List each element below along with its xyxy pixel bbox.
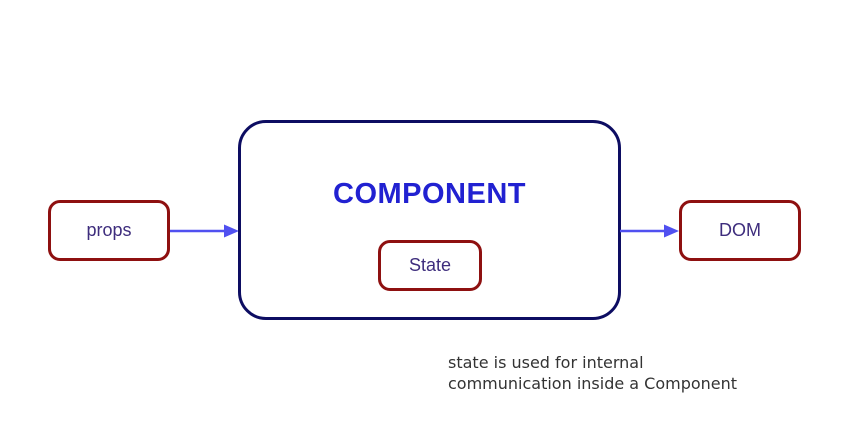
props-label: props xyxy=(86,220,132,240)
arrow-right-icon-component-to-dom xyxy=(620,224,679,238)
caption: state is used for internal communication… xyxy=(448,352,737,394)
caption-line-1: state is used for internal xyxy=(448,353,644,372)
dom-box: DOM xyxy=(679,200,801,261)
arrow-right-icon-props-to-component xyxy=(170,224,239,238)
caption-line-2: communication inside a Component xyxy=(448,374,738,393)
component-box: COMPONENT State xyxy=(238,120,621,320)
component-label: COMPONENT xyxy=(333,178,526,210)
props-box: props xyxy=(48,200,170,261)
dom-label: DOM xyxy=(719,220,761,240)
state-label: State xyxy=(408,255,452,275)
state-box: State xyxy=(378,240,482,291)
